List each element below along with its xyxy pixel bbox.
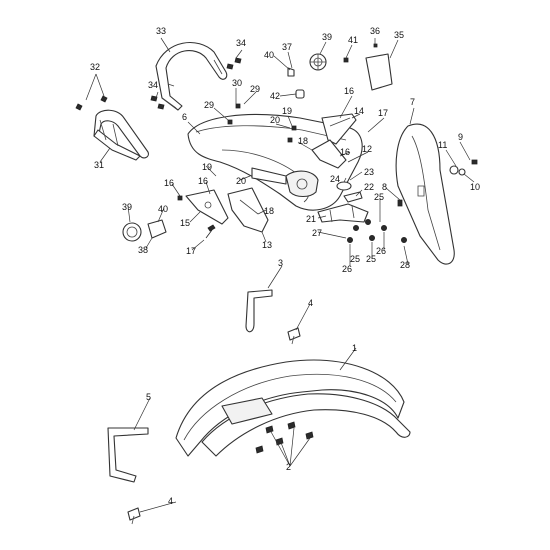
callout-33: 33 <box>156 26 166 36</box>
callout-40: 40 <box>264 50 274 60</box>
callout-37: 37 <box>282 42 292 52</box>
mud-flap[interactable] <box>395 123 455 265</box>
bracket-21[interactable] <box>317 203 369 223</box>
callout-4: 4 <box>168 496 173 506</box>
screws-misc[interactable] <box>177 43 478 239</box>
callout-39: 39 <box>322 32 332 42</box>
side-bracket-15[interactable] <box>185 189 229 225</box>
callout-16: 16 <box>164 178 174 188</box>
screw-set-34-lower[interactable] <box>150 95 165 110</box>
callout-6: 6 <box>182 112 187 122</box>
callout-18: 18 <box>298 136 308 146</box>
callout-19: 19 <box>202 162 212 172</box>
side-bracket-13[interactable] <box>227 187 269 233</box>
callout-34: 34 <box>148 80 158 90</box>
callout-26: 26 <box>342 264 352 274</box>
callout-42: 42 <box>270 91 280 101</box>
screw-set-32[interactable] <box>75 95 108 111</box>
callout-12: 12 <box>362 144 372 154</box>
callout-16: 16 <box>340 147 350 157</box>
callout-25: 25 <box>366 254 376 264</box>
callout-25: 25 <box>350 254 360 264</box>
callout-34: 34 <box>236 38 246 48</box>
callout-27: 27 <box>312 228 322 238</box>
spacer-42[interactable] <box>295 89 305 99</box>
grab-rail-left[interactable] <box>93 109 149 161</box>
callout-13: 13 <box>262 240 272 250</box>
callout-32: 32 <box>90 62 100 72</box>
support-strut-12[interactable] <box>311 139 347 169</box>
callout-15: 15 <box>180 218 190 228</box>
grab-rail-right[interactable] <box>155 41 228 111</box>
bolt-set-2[interactable] <box>255 421 314 454</box>
fixing-set-25-28[interactable] <box>346 218 407 243</box>
front-fender[interactable] <box>175 359 411 457</box>
callout-9: 9 <box>458 132 463 142</box>
callout-25: 25 <box>374 192 384 202</box>
support-strut-14[interactable] <box>321 113 357 145</box>
bracket-38[interactable] <box>147 219 167 239</box>
bolt-4-upper[interactable] <box>287 327 301 345</box>
callout-17: 17 <box>186 246 196 256</box>
screw-set-34-upper[interactable] <box>226 57 242 70</box>
callout-35: 35 <box>394 30 404 40</box>
callout-21: 21 <box>306 214 316 224</box>
callout-29: 29 <box>250 84 260 94</box>
callout-14: 14 <box>354 106 364 116</box>
bracket-18[interactable] <box>251 167 287 185</box>
callout-40: 40 <box>158 204 168 214</box>
leader-lines <box>85 37 475 513</box>
callout-2: 2 <box>286 462 291 472</box>
callout-17: 17 <box>378 108 388 118</box>
callout-23: 23 <box>364 167 374 177</box>
callout-22: 22 <box>364 182 374 192</box>
callout-3: 3 <box>278 258 283 268</box>
wire-clip-5[interactable] <box>107 427 149 483</box>
callout-20: 20 <box>270 115 280 125</box>
callout-16: 16 <box>198 176 208 186</box>
wire-clip-3[interactable] <box>245 289 273 333</box>
reflector-39-side[interactable] <box>122 222 142 242</box>
clip-22[interactable] <box>343 191 363 203</box>
callout-1: 1 <box>352 343 357 353</box>
callout-4: 4 <box>308 298 313 308</box>
callout-18: 18 <box>264 206 274 216</box>
callout-11: 11 <box>438 140 447 150</box>
number-plate-bracket[interactable] <box>365 53 393 91</box>
callout-16: 16 <box>344 86 354 96</box>
callout-7: 7 <box>410 97 415 107</box>
callout-19: 19 <box>282 106 292 116</box>
callout-30: 30 <box>232 78 242 88</box>
callout-20: 20 <box>236 176 246 186</box>
rear-fender[interactable] <box>187 114 363 211</box>
callout-38: 38 <box>138 245 148 255</box>
callout-5: 5 <box>146 392 151 402</box>
callout-31: 31 <box>94 160 104 170</box>
callout-29: 29 <box>204 100 214 110</box>
callout-28: 28 <box>400 260 410 270</box>
callout-8: 8 <box>382 182 387 192</box>
callout-39: 39 <box>122 202 132 212</box>
bolt-4-lower[interactable] <box>127 507 141 525</box>
callout-26: 26 <box>376 246 386 256</box>
callout-24: 24 <box>330 174 340 184</box>
callout-41: 41 <box>348 35 358 45</box>
callout-10: 10 <box>470 182 480 192</box>
callout-36: 36 <box>370 26 380 36</box>
wheel-pulley-39[interactable] <box>309 53 327 71</box>
